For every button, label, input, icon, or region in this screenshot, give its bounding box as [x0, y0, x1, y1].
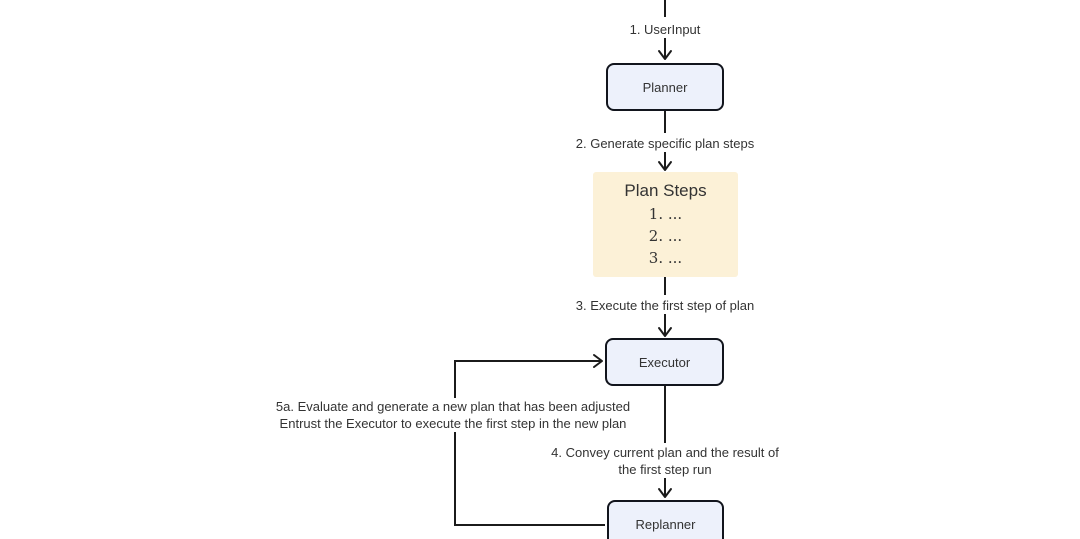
plan-steps-item-3: 3. ... — [648, 249, 683, 267]
edge-replanner-to-executor-loop — [454, 354, 605, 526]
edge-label-generate-plan: 2. Generate specific plan steps — [572, 135, 758, 152]
node-planner: Planner — [606, 63, 724, 111]
edge-label-execute-first-step: 3. Execute the first step of plan — [572, 297, 758, 314]
executor-label: Executor — [638, 354, 691, 370]
edge-label-convey-result-line2: the first step run — [618, 462, 712, 477]
edge-label-replan-loop-line1: 5a. Evaluate and generate a new plan tha… — [275, 399, 631, 414]
plan-steps-title: Plan Steps — [624, 181, 707, 200]
edge-label-replan-loop-line2: Entrust the Executor to execute the firs… — [279, 416, 627, 431]
replanner-label: Replanner — [635, 516, 696, 532]
node-plan-steps: Plan Steps 1. ... 2. ... 3. ... — [593, 172, 738, 277]
edge-label-userinput: 1. UserInput — [626, 21, 704, 38]
node-replanner: Replanner — [607, 500, 724, 539]
edge-label-replan-loop: 5a. Evaluate and generate a new plan tha… — [272, 398, 634, 432]
edge-label-convey-result: 4. Convey current plan and the result of… — [548, 444, 782, 478]
node-executor: Executor — [605, 338, 724, 386]
plan-steps-item-1: 1. ... — [648, 205, 683, 223]
edge-label-convey-result-line1: 4. Convey current plan and the result of — [551, 445, 779, 460]
plan-steps-item-2: 2. ... — [648, 227, 683, 245]
planner-label: Planner — [642, 79, 688, 95]
